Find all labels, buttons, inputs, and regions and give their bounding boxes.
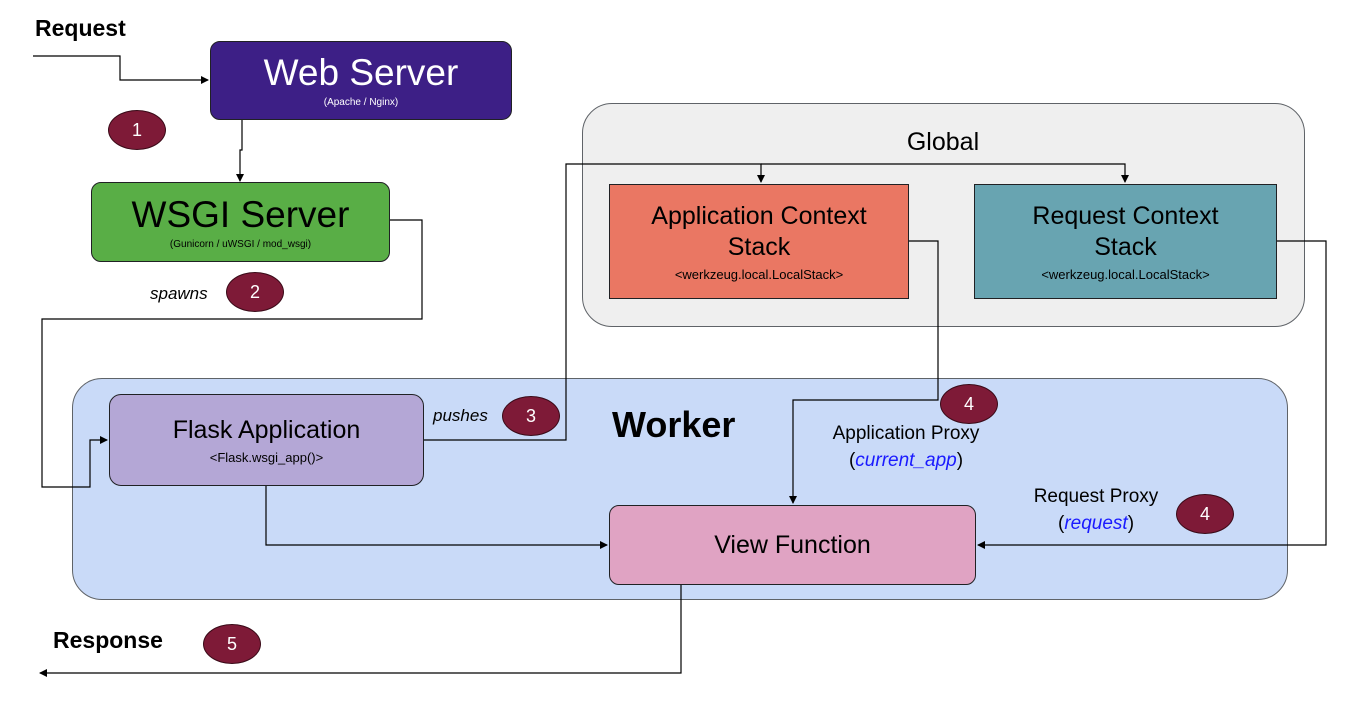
web-server-box: Web Server (Apache / Nginx) — [210, 41, 512, 120]
push-arrow-request-context — [761, 163, 1129, 183]
app-context-subtitle: <werkzeug.local.LocalStack> — [674, 266, 844, 282]
request-proxy-text: Request Proxy — [1033, 486, 1159, 507]
wsgi-server-title: WSGI Server — [131, 193, 350, 235]
response-label: Response — [53, 627, 163, 653]
view-function-box: View Function — [609, 505, 976, 585]
step-4-app-proxy-badge: 4 — [940, 384, 998, 424]
pushes-label: pushes — [433, 406, 488, 425]
wsgi-server-box: WSGI Server (Gunicorn / uWSGI / mod_wsgi… — [91, 182, 390, 262]
application-proxy-text: Application Proxy — [832, 423, 980, 444]
app-context-title-line2: Stack — [727, 232, 791, 261]
spawn-arrow — [41, 219, 423, 488]
request-proxy-label: Request Proxy (request) — [1000, 483, 1192, 537]
webserver-to-wsgi-arrow — [236, 120, 244, 182]
step-5-badge: 5 — [203, 624, 261, 664]
flask-to-view-arrow — [265, 486, 608, 549]
request-name: request — [1064, 513, 1128, 534]
application-proxy-open-paren: ( — [848, 450, 856, 471]
step-4-request-proxy-badge: 4 — [1176, 494, 1234, 534]
req-proxy-arrow — [977, 240, 1327, 549]
current-app-name: current_app — [855, 450, 957, 471]
request-context-subtitle: <werkzeug.local.LocalStack> — [1041, 266, 1210, 282]
request-label: Request — [35, 15, 126, 41]
app-proxy-arrow — [789, 240, 939, 504]
global-label: Global — [906, 128, 980, 156]
flask-application-box: Flask Application <Flask.wsgi_app()> — [109, 394, 424, 486]
application-proxy-label: Application Proxy (current_app) — [790, 420, 1022, 474]
web-server-subtitle: (Apache / Nginx) — [323, 97, 399, 108]
step-2-badge: 2 — [226, 272, 284, 312]
wsgi-server-subtitle: (Gunicorn / uWSGI / mod_wsgi) — [169, 238, 312, 250]
step-3-badge: 3 — [502, 396, 560, 436]
step-1-badge: 1 — [108, 110, 166, 150]
app-context-stack-box: Application Context Stack <werkzeug.loca… — [609, 184, 909, 299]
worker-label: Worker — [612, 404, 736, 445]
request-arrow — [33, 55, 209, 84]
spawns-label: spawns — [150, 284, 208, 303]
request-proxy-open-paren: ( — [1057, 513, 1065, 534]
request-context-title-line1: Request Context — [1032, 201, 1219, 230]
flask-application-title: Flask Application — [172, 415, 361, 444]
flask-application-subtitle: <Flask.wsgi_app()> — [209, 449, 324, 465]
request-context-stack-box: Request Context Stack <werkzeug.local.Lo… — [974, 184, 1277, 299]
response-arrow — [39, 585, 682, 677]
request-proxy-close-paren: ) — [1127, 513, 1135, 534]
application-proxy-close-paren: ) — [956, 450, 964, 471]
web-server-title: Web Server — [263, 52, 459, 93]
app-context-title-line1: Application Context — [651, 201, 867, 230]
view-function-title: View Function — [714, 530, 871, 559]
push-arrow-app-context — [424, 163, 765, 441]
request-context-title-line2: Stack — [1094, 232, 1157, 261]
